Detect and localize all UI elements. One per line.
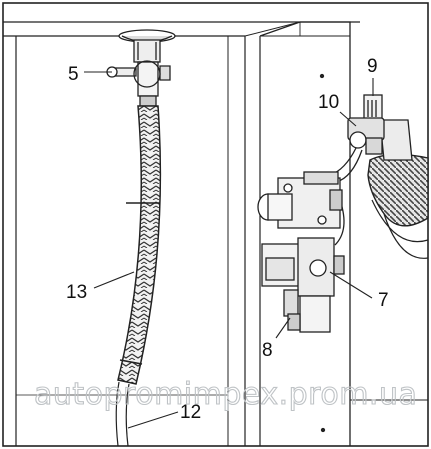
callout-7: 7 (378, 290, 389, 311)
regulator-lower (261, 237, 345, 333)
fuel-line (115, 381, 130, 447)
callout-5: 5 (68, 64, 79, 85)
regulator-upper (257, 171, 343, 229)
callout-9: 9 (367, 56, 378, 77)
callout-12: 12 (180, 402, 201, 423)
callout-13: 13 (66, 282, 87, 303)
callout-labels: 5 9 10 13 7 8 12 (66, 56, 389, 423)
braided-fuel-hose (117, 105, 162, 385)
callout-10: 10 (318, 92, 339, 113)
callout-8: 8 (262, 340, 273, 361)
hose-clamp (106, 60, 171, 88)
filler-neck (118, 29, 176, 107)
callout-leaders (84, 71, 374, 433)
solenoid-valve-upper (347, 94, 385, 155)
watermark: autopromimpex.prom.ua (34, 377, 417, 412)
corrugated-hose (367, 119, 429, 259)
